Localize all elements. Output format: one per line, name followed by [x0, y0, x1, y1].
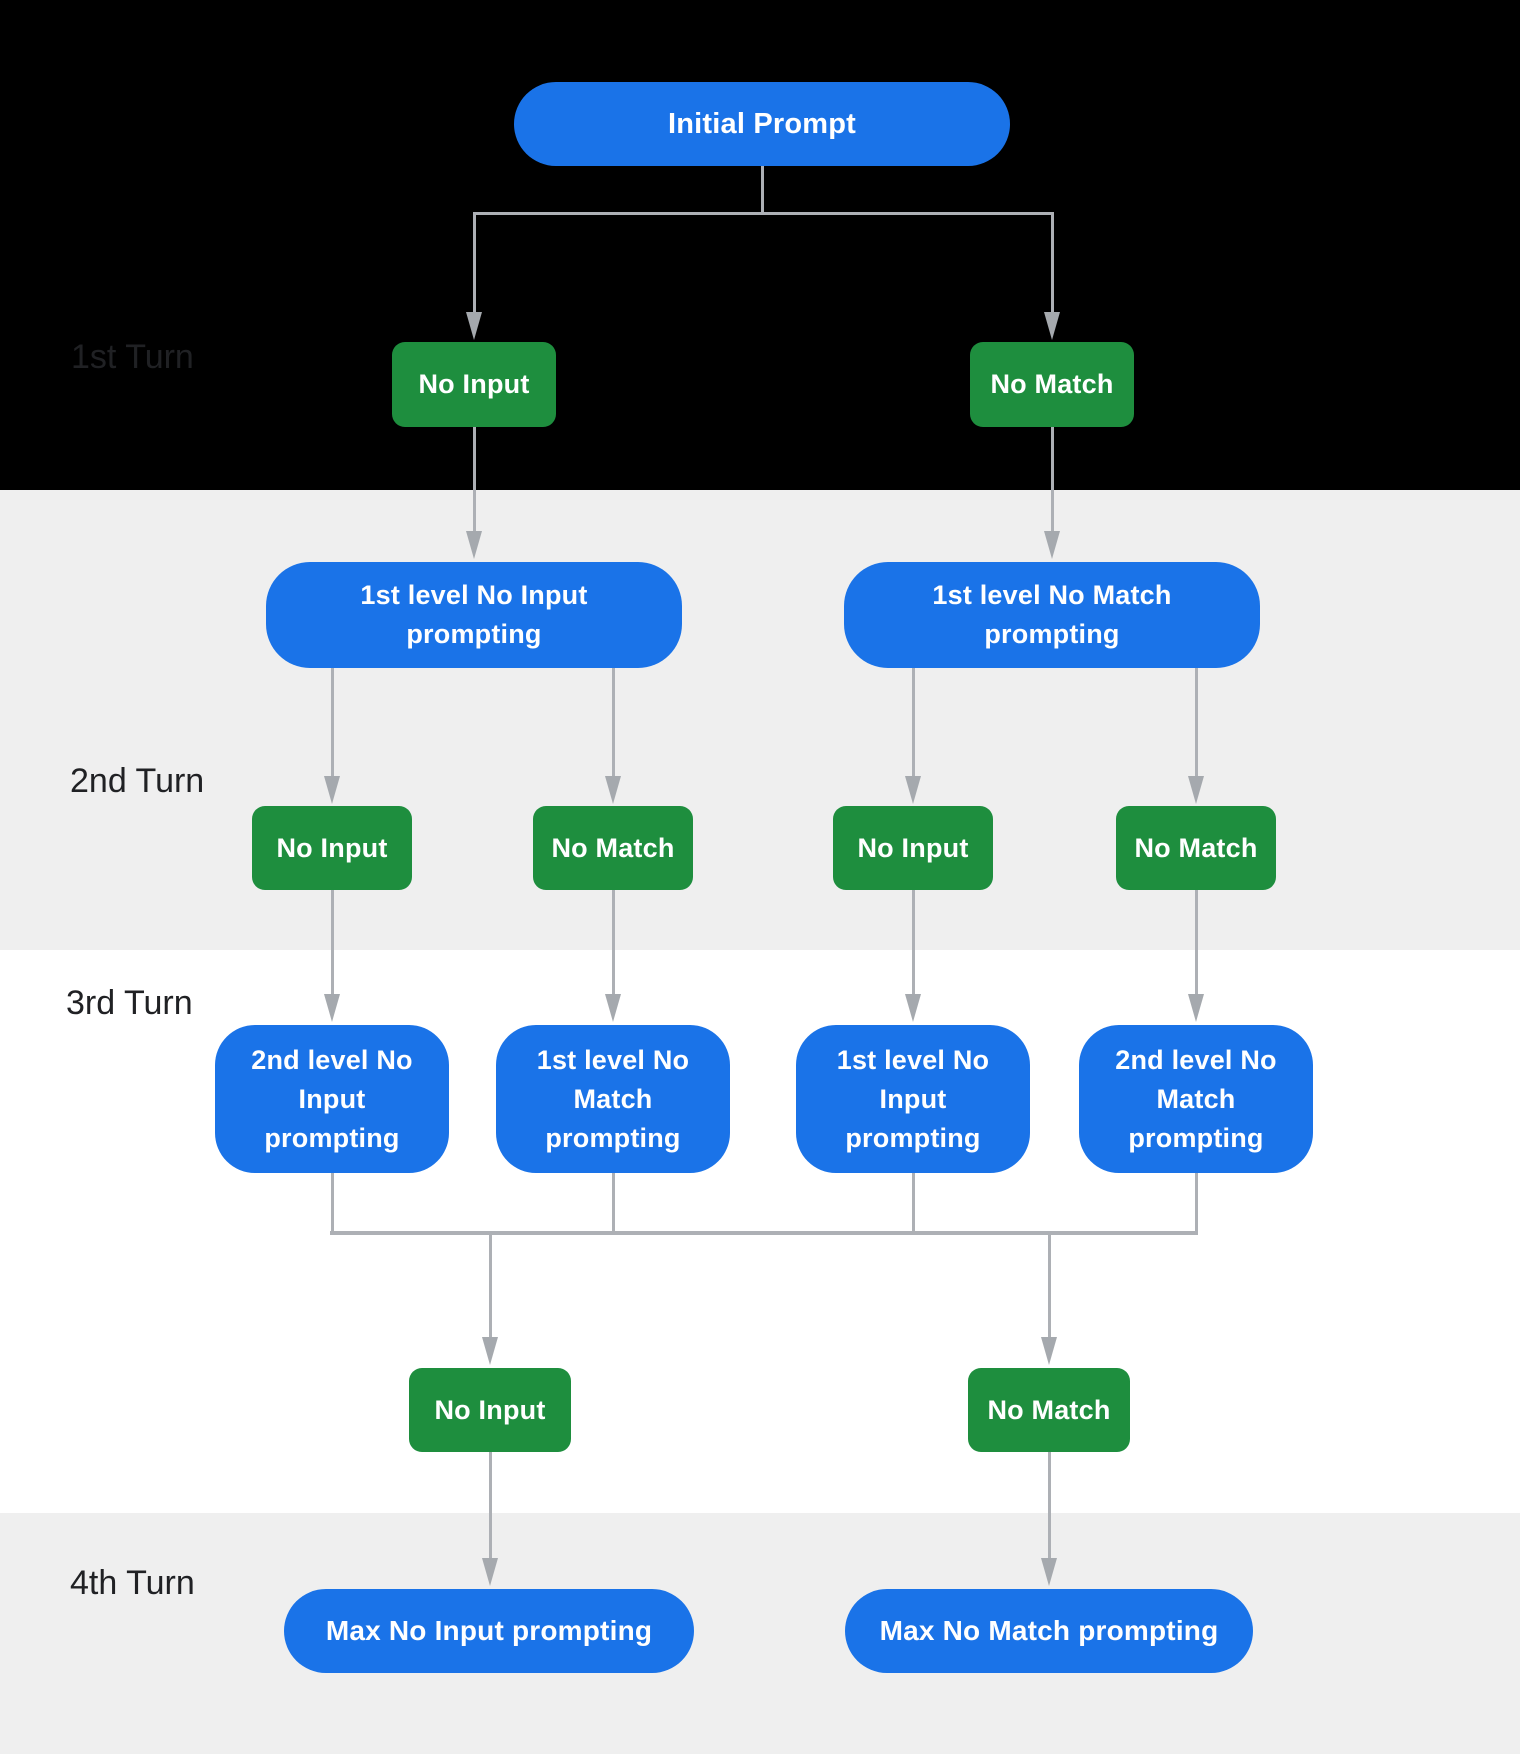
arrowhead-to-t3-prompt-d [1188, 994, 1204, 1022]
connector-t2c-down [911, 890, 915, 996]
arrowhead-to-t3-no-match [1041, 1337, 1057, 1365]
node-l1-no-match-prompting: 1st level No Match prompting [844, 562, 1260, 668]
node-t3-no-match: No Match [968, 1368, 1130, 1452]
node-t2-no-match-b: No Match [1116, 806, 1276, 890]
arrowhead-to-t3-no-input [482, 1337, 498, 1365]
connector-t2d-down [1194, 890, 1198, 996]
band-turn-1 [0, 0, 1520, 490]
connector-bus-drop-right [1047, 1231, 1051, 1339]
arrowhead-to-t3-prompt-b [605, 994, 621, 1022]
node-t1-no-input: No Input [392, 342, 556, 427]
connector-bus-drop-left [488, 1231, 492, 1339]
arrowhead-to-max-no-input [482, 1558, 498, 1586]
connector-stub-b [611, 1173, 615, 1235]
arrowhead-to-t2-event-c [905, 776, 921, 804]
arrowhead-to-t1-no-match [1044, 312, 1060, 340]
band-turn-2 [0, 490, 1520, 950]
turn-1-label: 1st Turn [71, 338, 194, 376]
connector-pillB-right [1194, 668, 1198, 778]
connector-pillA-right [611, 668, 615, 778]
node-t1-no-match: No Match [970, 342, 1134, 427]
arrowhead-to-t3-prompt-c [905, 994, 921, 1022]
node-t2-no-input-b: No Input [833, 806, 993, 890]
arrowhead-to-t2-event-b [605, 776, 621, 804]
node-l1-no-input-prompting: 1st level No Input prompting [266, 562, 682, 668]
connector-stub-d [1194, 1173, 1198, 1235]
arrowhead-to-t3-prompt-a [324, 994, 340, 1022]
arrowhead-to-t1-no-input [466, 312, 482, 340]
node-l2-no-match-prompting: 2nd level No Match prompting [1079, 1025, 1313, 1173]
node-l1-no-match-prompting-2: 1st level No Match prompting [496, 1025, 730, 1173]
connector-stub-c [911, 1173, 915, 1235]
turn-4-label: 4th Turn [70, 1564, 195, 1602]
connector-pillB-left [911, 668, 915, 778]
connector-initial-stem [760, 166, 764, 215]
connector-t3-no-match-down [1047, 1452, 1051, 1560]
connector-t2b-down [611, 890, 615, 996]
node-t2-no-input-a: No Input [252, 806, 412, 890]
arrowhead-to-t2-event-a [324, 776, 340, 804]
arrowhead-to-l1-no-match-prompt [1044, 531, 1060, 559]
node-l2-no-input-prompting: 2nd level No Input prompting [215, 1025, 449, 1173]
node-max-no-match-prompting: Max No Match prompting [845, 1589, 1253, 1673]
connector-fork-right [1050, 212, 1054, 314]
node-max-no-input-prompting: Max No Input prompting [284, 1589, 694, 1673]
turn-3-label: 3rd Turn [66, 984, 193, 1022]
connector-t1-no-input-down [472, 427, 476, 533]
node-t3-no-input: No Input [409, 1368, 571, 1452]
connector-merge-bus [330, 1231, 1198, 1235]
connector-fork-left [472, 212, 476, 314]
connector-t3-no-input-down [488, 1452, 492, 1560]
connector-t1-no-match-down [1050, 427, 1054, 533]
connector-t2a-down [330, 890, 334, 996]
node-t2-no-match-a: No Match [533, 806, 693, 890]
connector-fork-bar [473, 212, 1054, 215]
node-l1-no-input-prompting-2: 1st level No Input prompting [796, 1025, 1030, 1173]
band-turn-4 [0, 1513, 1520, 1754]
turn-2-label: 2nd Turn [70, 762, 205, 800]
arrowhead-to-t2-event-d [1188, 776, 1204, 804]
node-initial-prompt: Initial Prompt [514, 82, 1010, 166]
arrowhead-to-max-no-match [1041, 1558, 1057, 1586]
arrowhead-to-l1-no-input-prompt [466, 531, 482, 559]
connector-pillA-left [330, 668, 334, 778]
connector-stub-a [330, 1173, 334, 1235]
